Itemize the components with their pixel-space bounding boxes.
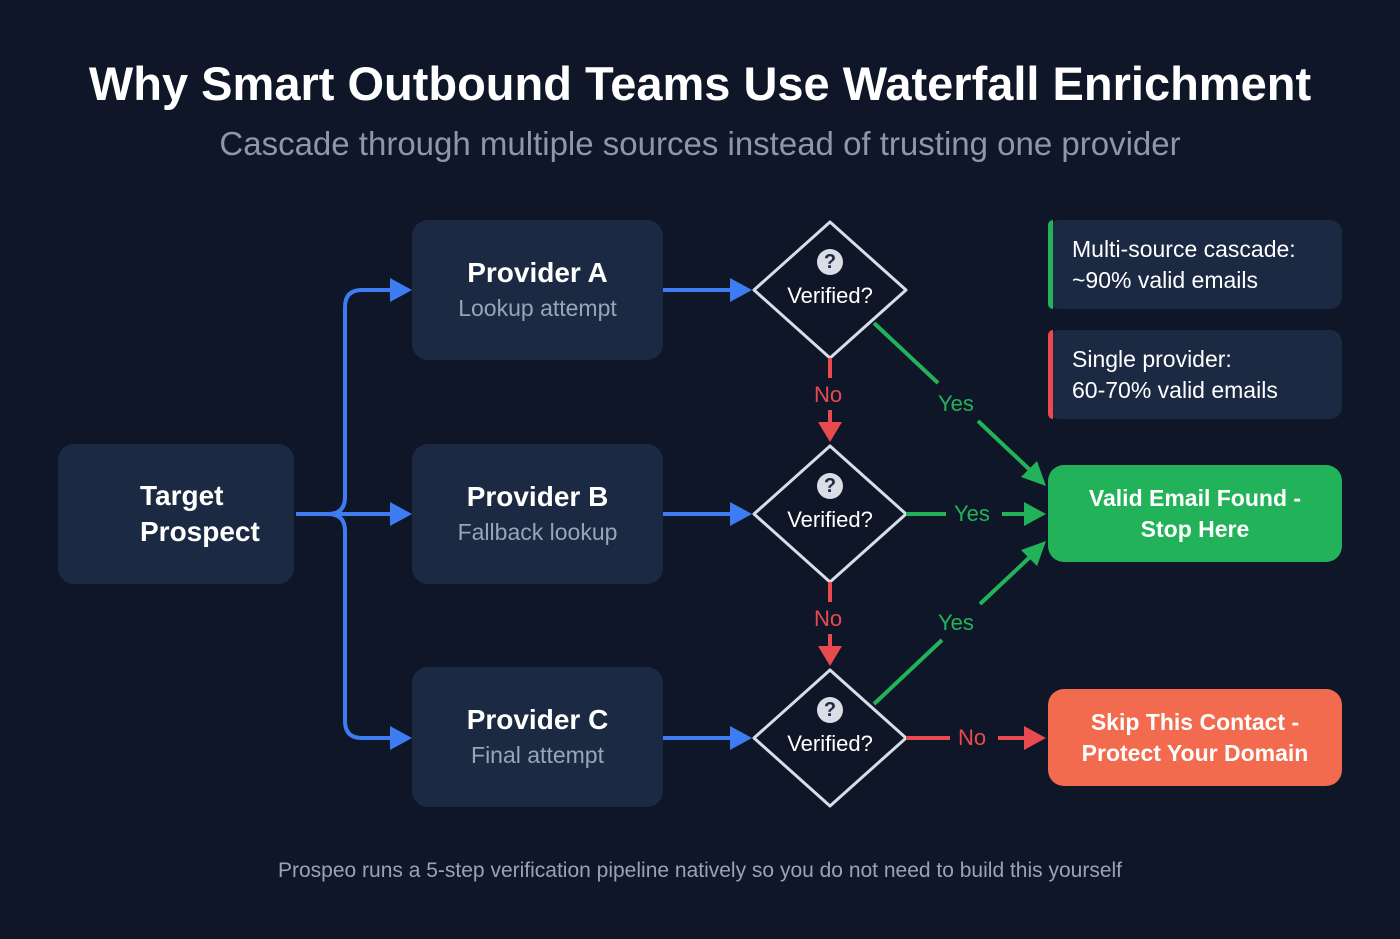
stat-multi-source: Multi-source cascade: ~90% valid emails bbox=[1048, 220, 1342, 309]
provider-c-title: Provider C bbox=[466, 704, 609, 735]
edge-no-b-c: No bbox=[814, 606, 843, 631]
fanout-connector bbox=[296, 278, 412, 750]
question-icon: ? bbox=[823, 251, 837, 273]
decision-a-label: Verified? bbox=[787, 283, 873, 308]
stat-multi-line2: ~90% valid emails bbox=[1072, 267, 1259, 293]
yes-connectors bbox=[872, 321, 1046, 706]
provider-a-node: Provider A Lookup attempt bbox=[412, 220, 663, 360]
target-prospect-node: Target Prospect bbox=[58, 444, 294, 584]
edge-yes-b: Yes bbox=[954, 501, 990, 526]
provider-c-subtitle: Final attempt bbox=[471, 742, 604, 768]
page-footer: Prospeo runs a 5-step verification pipel… bbox=[278, 859, 1122, 882]
provider-a-subtitle: Lookup attempt bbox=[458, 295, 617, 321]
provider-c-node: Provider C Final attempt bbox=[412, 667, 663, 807]
stat-single-line1: Single provider: bbox=[1072, 346, 1232, 372]
outcome-success: Valid Email Found - Stop Here bbox=[1048, 465, 1342, 562]
outcome-fail-line2: Protect Your Domain bbox=[1081, 739, 1309, 766]
target-prospect-label: Target Prospect bbox=[140, 478, 260, 550]
outcome-success-line2: Stop Here bbox=[1140, 515, 1250, 542]
question-icons bbox=[817, 249, 843, 723]
stat-single-line2: 60-70% valid emails bbox=[1072, 377, 1278, 403]
stat-accent-bar bbox=[1048, 220, 1053, 309]
provider-b-subtitle: Fallback lookup bbox=[457, 519, 618, 545]
no-connectors bbox=[818, 358, 1046, 750]
provider-b-title: Provider B bbox=[466, 481, 609, 512]
stat-single-provider: Single provider: 60-70% valid emails bbox=[1048, 330, 1342, 419]
outcome-success-line1: Valid Email Found - bbox=[1088, 484, 1302, 511]
provider-b-node: Provider B Fallback lookup bbox=[412, 444, 663, 584]
provider-a-title: Provider A bbox=[467, 257, 608, 288]
decision-c-label: Verified? bbox=[787, 731, 873, 756]
outcome-fail: Skip This Contact - Protect Your Domain bbox=[1048, 689, 1342, 786]
target-label-line2: Prospect bbox=[140, 516, 260, 547]
stat-accent-bar bbox=[1048, 330, 1053, 419]
stat-multi-line1: Multi-source cascade: bbox=[1072, 236, 1296, 262]
outcome-fail-line1: Skip This Contact - bbox=[1090, 708, 1300, 735]
provider-to-decision-connectors bbox=[663, 278, 752, 750]
decision-b-label: Verified? bbox=[787, 507, 873, 532]
edge-yes-c: Yes bbox=[938, 610, 974, 635]
page-title: Why Smart Outbound Teams Use Waterfall E… bbox=[88, 57, 1312, 110]
page-subtitle: Cascade through multiple sources instead… bbox=[219, 125, 1181, 162]
question-icon: ? bbox=[823, 699, 837, 721]
question-icon: ? bbox=[823, 475, 837, 497]
edge-yes-a: Yes bbox=[938, 391, 974, 416]
target-label-line1: Target bbox=[140, 480, 224, 511]
edge-no-a-b: No bbox=[814, 382, 843, 407]
edge-no-c-fail: No bbox=[958, 725, 987, 750]
